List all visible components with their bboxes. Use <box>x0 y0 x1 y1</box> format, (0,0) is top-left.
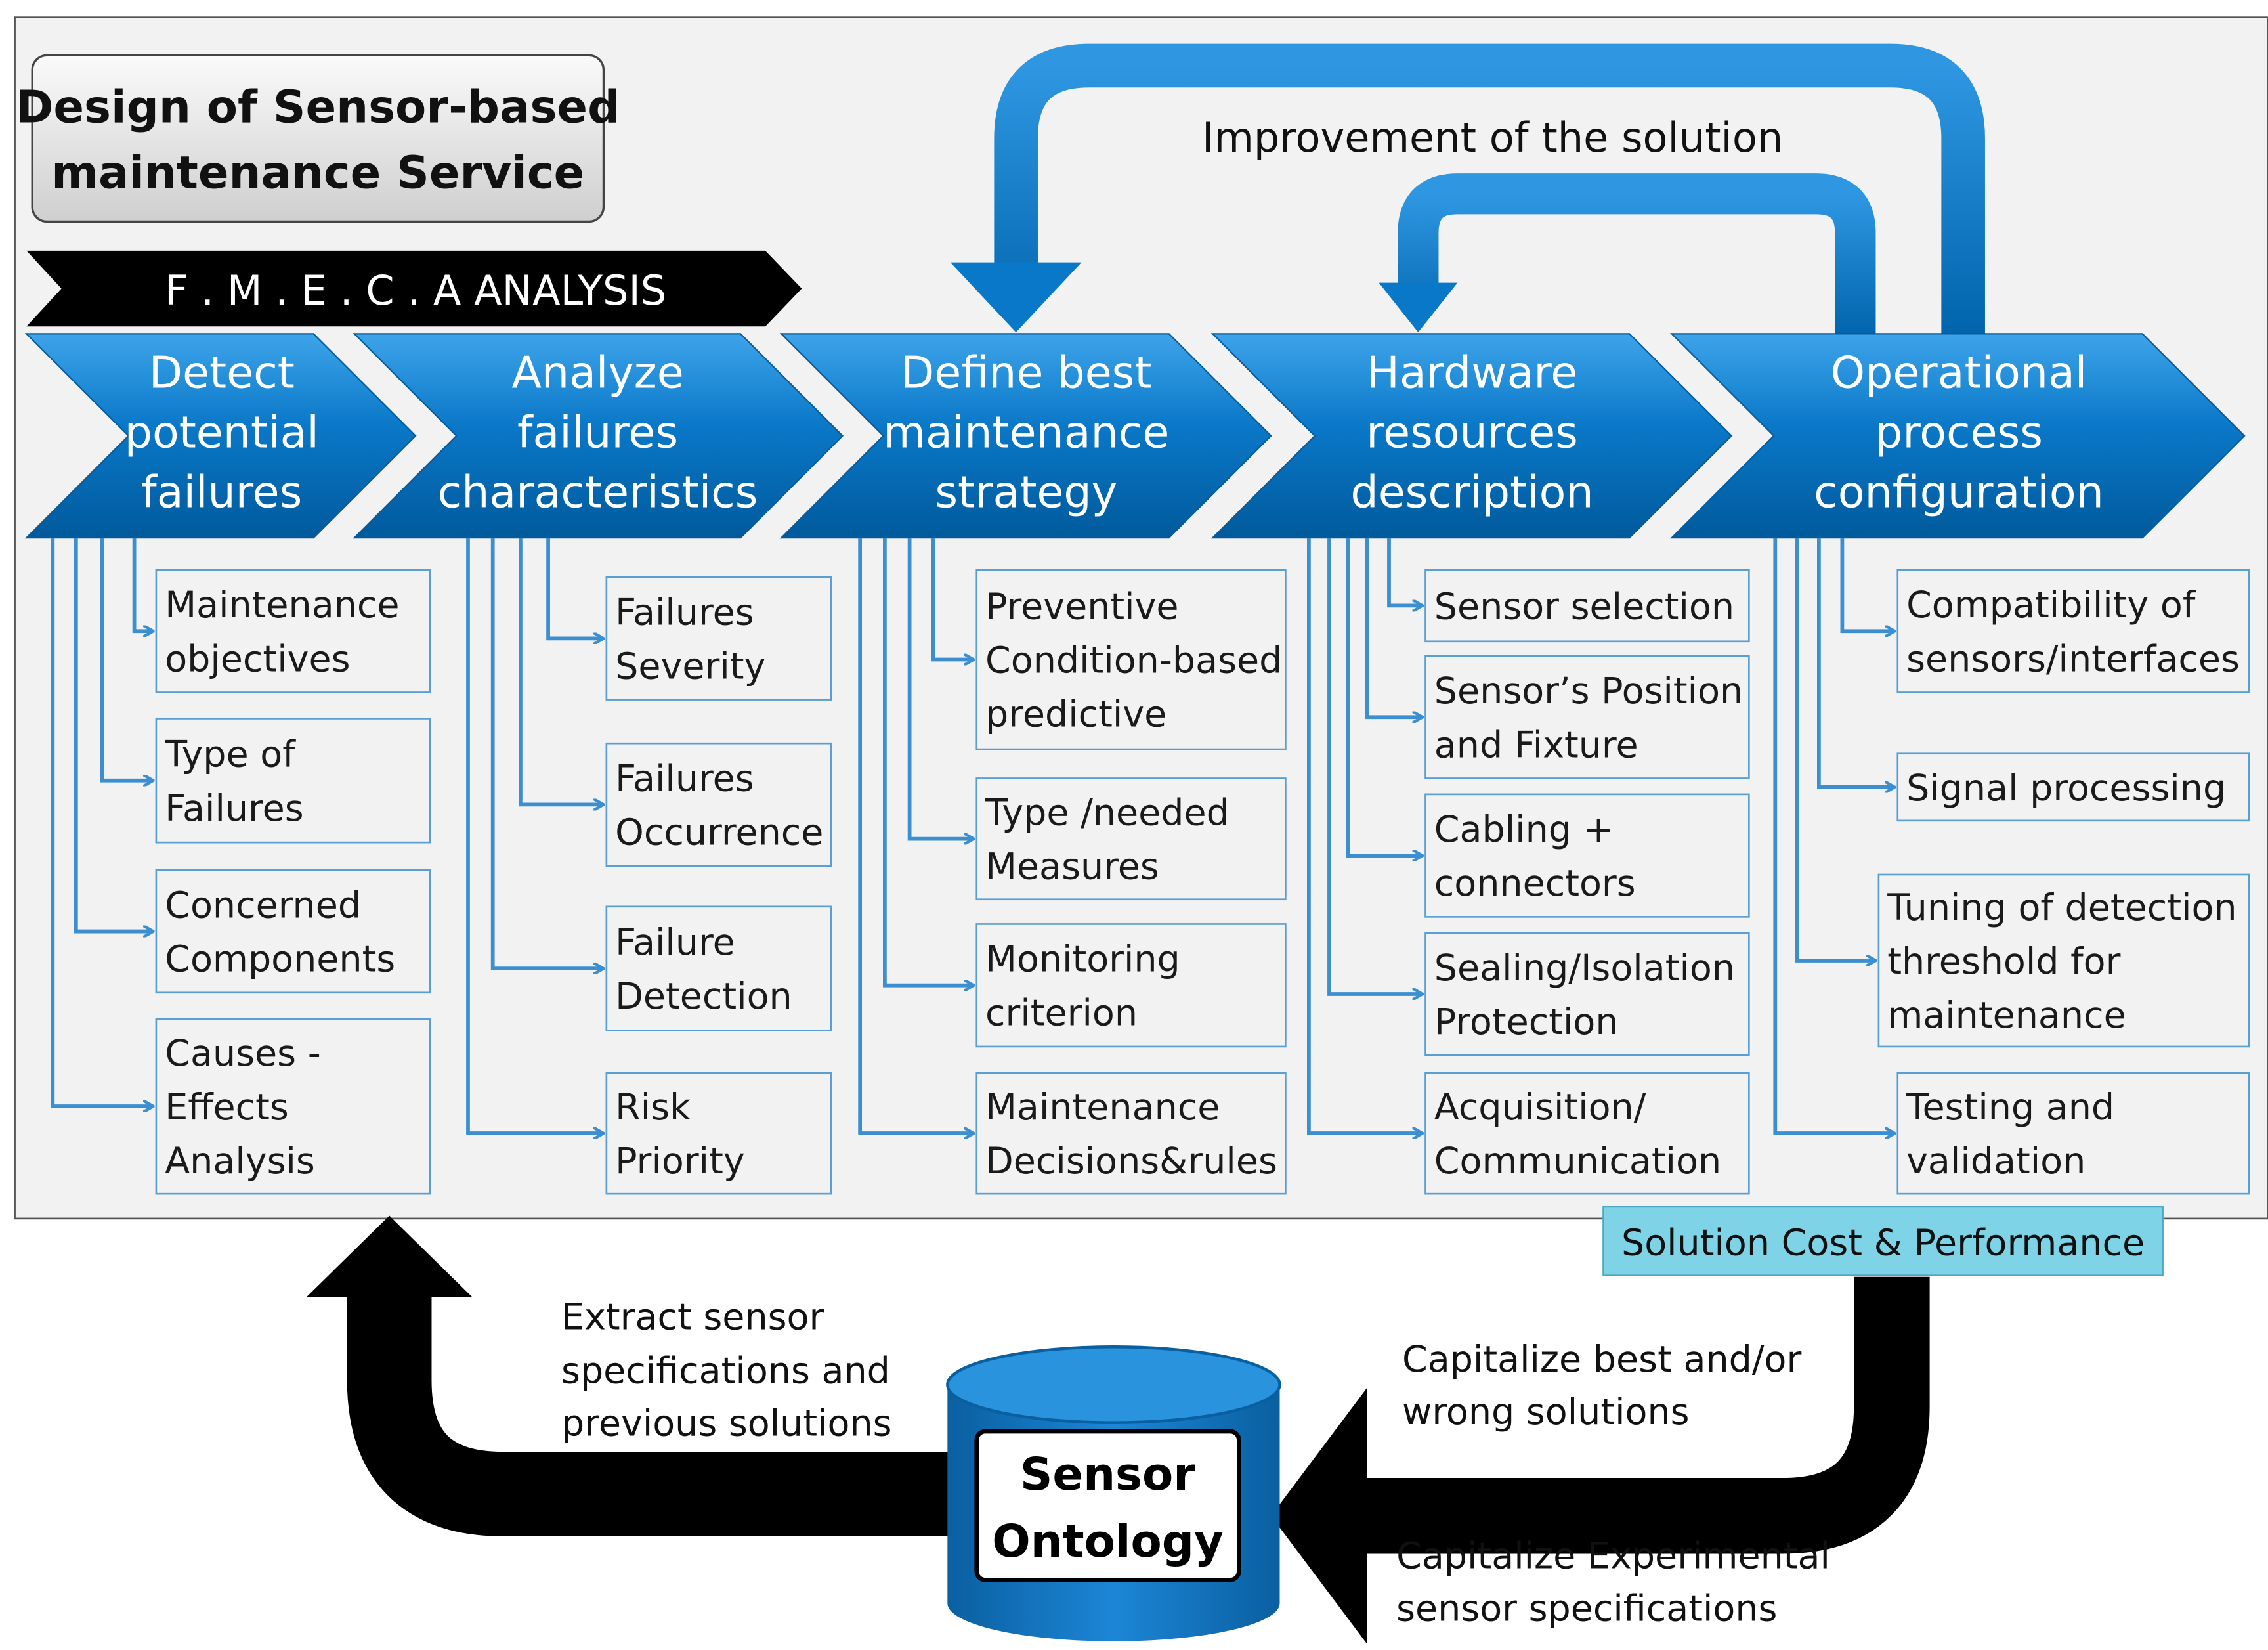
item-text-4-1: Sensor selection <box>1434 585 1734 628</box>
connector-3-4 <box>858 538 972 1133</box>
connector-4-1 <box>1387 538 1421 605</box>
connector-5-3 <box>1795 538 1875 961</box>
item-text-4-3: Cabling +connectors <box>1434 808 1636 905</box>
item-text-5-2: Signal processing <box>1906 767 2226 810</box>
connector-4-3 <box>1346 538 1421 856</box>
improvement-loop-inner <box>1398 173 1876 339</box>
connector-1-2 <box>100 538 152 781</box>
solution-cost-label: Solution Cost & Performance <box>1621 1221 2145 1264</box>
extract-label: Extract sensor specifications and previo… <box>561 1296 901 1445</box>
connector-2-2 <box>519 538 602 804</box>
connector-5-4 <box>1773 538 1893 1133</box>
item-box-4-5: Acquisition/Communication <box>1424 1072 1750 1195</box>
connector-5-2 <box>1816 538 1893 787</box>
improvement-loop-outer <box>994 43 1985 339</box>
connector-1-4 <box>51 538 152 1106</box>
capitalize-best-label: Capitalize best and/or wrong solutions <box>1402 1338 1813 1433</box>
connector-3-2 <box>907 538 972 838</box>
improvement-loop-outer-arrowhead <box>950 262 1082 333</box>
item-box-5-2: Signal processing <box>1896 752 2250 822</box>
title-line-2: maintenance Service <box>51 146 584 199</box>
extract-arrow <box>347 1294 955 1536</box>
title-line-1: Design of Sensor-based <box>16 81 620 133</box>
connector-4-2 <box>1365 538 1421 717</box>
extract-arrowhead <box>306 1215 473 1297</box>
improvement-label: Improvement of the solution <box>1202 114 1783 162</box>
sensor-ontology-database: Sensor Ontology <box>946 1345 1281 1641</box>
connector-2-4 <box>466 538 602 1133</box>
solution-cost-box <box>1602 1206 2164 1276</box>
improvement-loop-inner-arrowhead <box>1379 282 1458 333</box>
capitalize-arrowhead <box>1271 1387 1367 1645</box>
connector-2-3 <box>490 538 602 968</box>
connector-4-5 <box>1307 538 1421 1133</box>
ontology-label-box <box>974 1429 1241 1582</box>
item-box-4-3: Cabling +connectors <box>1424 793 1750 918</box>
ontology-label-line-1: Sensor <box>1020 1448 1195 1501</box>
connector-1-1 <box>132 538 152 631</box>
fmeca-banner <box>26 250 802 327</box>
title-box <box>31 54 605 223</box>
capitalize-exp-label: Capitalize Experimental sensor specifica… <box>1396 1535 1842 1630</box>
connector-5-1 <box>1840 538 1893 631</box>
item-text-4-5: Acquisition/Communication <box>1434 1086 1721 1183</box>
connector-4-4 <box>1327 538 1421 994</box>
fmeca-label: F . M . E . C . A ANALYSIS <box>165 267 666 315</box>
connector-2-1 <box>546 538 602 638</box>
connector-1-3 <box>74 538 152 931</box>
item-box-4-1: Sensor selection <box>1424 569 1750 643</box>
capitalize-arrow <box>1364 1276 1930 1554</box>
connector-3-3 <box>883 538 972 986</box>
connector-3-1 <box>931 538 972 659</box>
ontology-label-line-2: Ontology <box>992 1515 1224 1568</box>
